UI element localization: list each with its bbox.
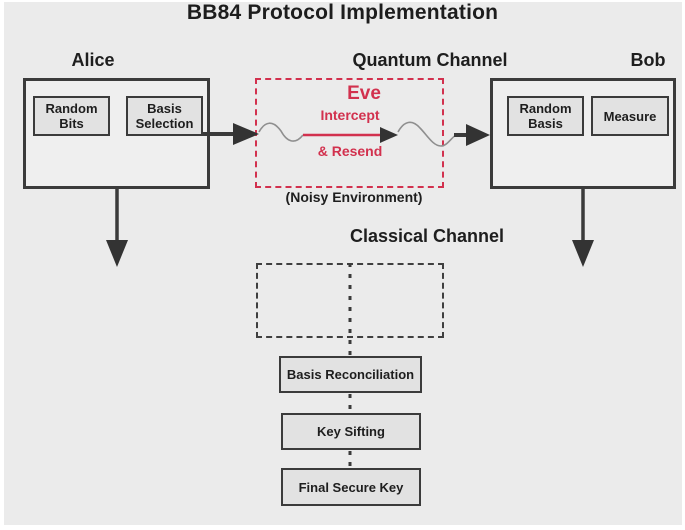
classical-channel-label: Classical Channel [349, 226, 505, 246]
eve-intercept-label: Intercept [320, 107, 380, 123]
alice-section-label: Alice [71, 50, 115, 70]
eve-label: Eve [347, 83, 381, 104]
noisy-environment-caption: (Noisy Environment) [285, 189, 423, 205]
measure-box: Measure [591, 96, 669, 136]
diagram-title: BB84 Protocol Implementation [186, 1, 499, 24]
step-basis-reconciliation: Basis Reconciliation [279, 356, 422, 393]
step-key-sifting: Key Sifting [281, 413, 421, 450]
random-bits-box: Random Bits [33, 96, 110, 136]
step-final-secure-key: Final Secure Key [281, 468, 421, 506]
basis-selection-box: Basis Selection [126, 96, 203, 136]
quantum-channel-label: Quantum Channel [352, 50, 508, 70]
random-basis-box: Random Basis [507, 96, 584, 136]
bob-section-label: Bob [630, 50, 666, 70]
classical-channel-dashed-box [256, 263, 444, 338]
eve-resend-label: & Resend [317, 143, 383, 159]
